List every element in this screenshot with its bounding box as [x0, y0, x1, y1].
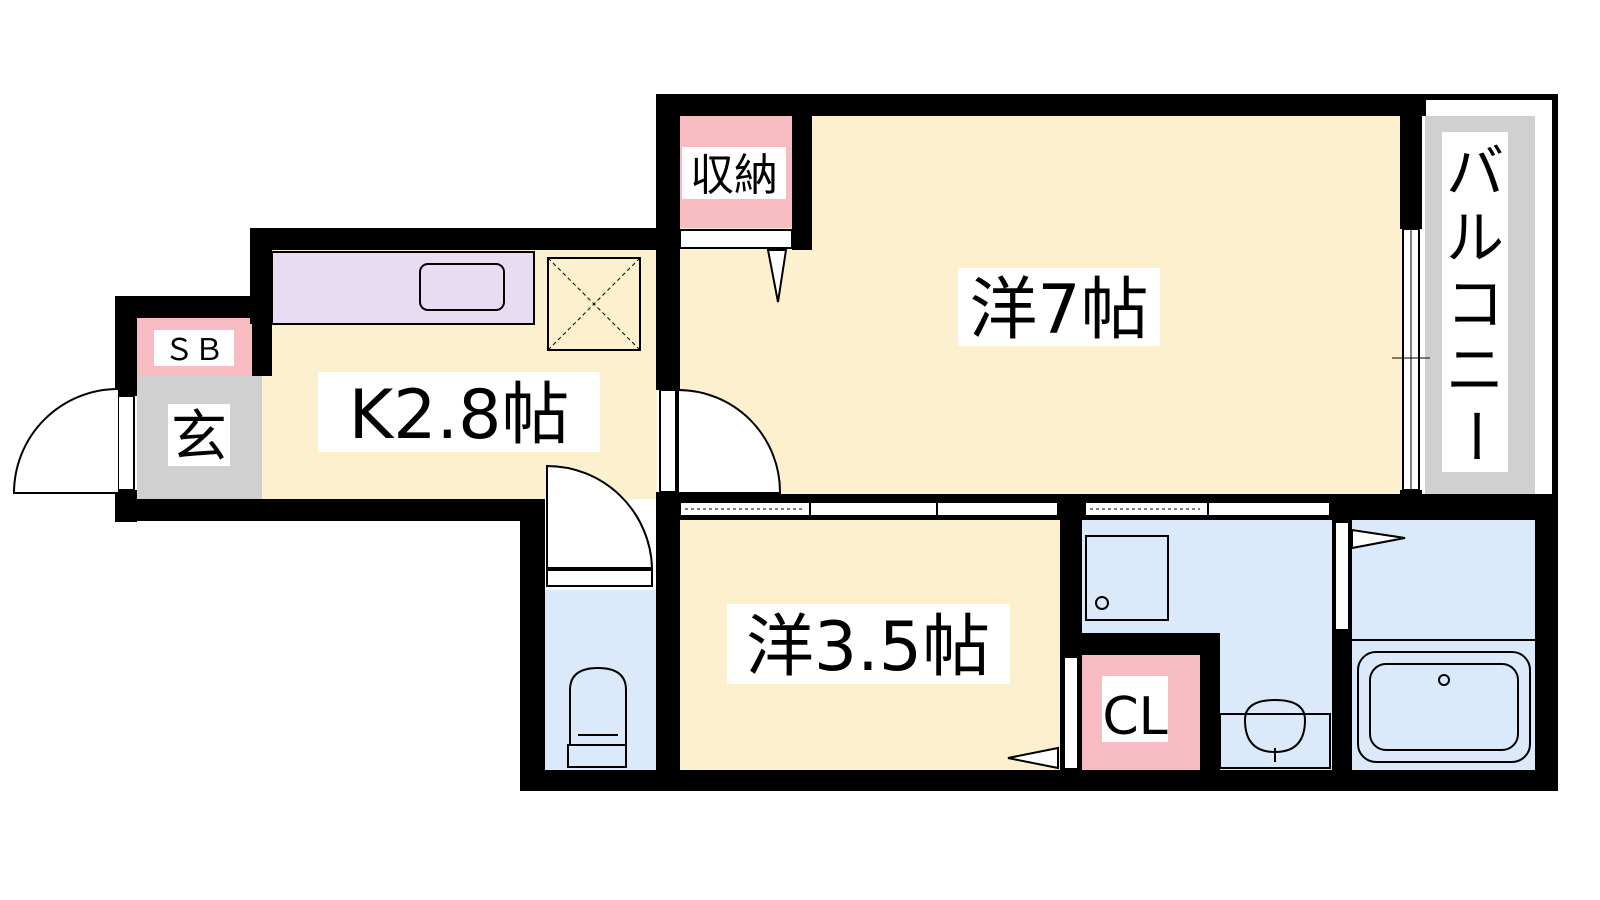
room-label-western-3-5: 洋3.5帖	[746, 608, 990, 687]
washing-machine-space	[1085, 535, 1169, 621]
bathtub	[1357, 651, 1531, 763]
room-label-storage: 収納	[690, 150, 778, 201]
room-label-entrance: 玄	[171, 405, 227, 470]
balcony-label-char: コ	[1446, 270, 1504, 338]
room-7-door-swing	[677, 388, 782, 494]
washbasin	[1219, 713, 1331, 769]
bath-door-mark	[1351, 528, 1406, 550]
toilet-fixture	[569, 666, 627, 746]
room-label-shoe-box: ＳＢ	[164, 333, 224, 368]
room-label-western-7: 洋7帖	[969, 271, 1148, 350]
sink-basin	[419, 263, 505, 311]
balcony-label-char: ー	[1441, 407, 1509, 465]
fridge-space	[547, 257, 641, 351]
walls	[115, 94, 1558, 791]
balcony-label-char: バ	[1446, 138, 1504, 206]
entrance-door-swing	[12, 388, 119, 494]
room-3-5-door-mark	[1007, 746, 1059, 770]
toilet-door-swing	[546, 464, 654, 569]
room-label-closet: CL	[1102, 687, 1167, 747]
room-label-kitchen: K2.8帖	[349, 376, 570, 455]
storage-door-strip	[679, 229, 793, 249]
balcony-label-char: ニ	[1446, 336, 1504, 404]
balcony-label-char: ル	[1446, 204, 1504, 272]
storage-door-mark	[766, 249, 788, 303]
